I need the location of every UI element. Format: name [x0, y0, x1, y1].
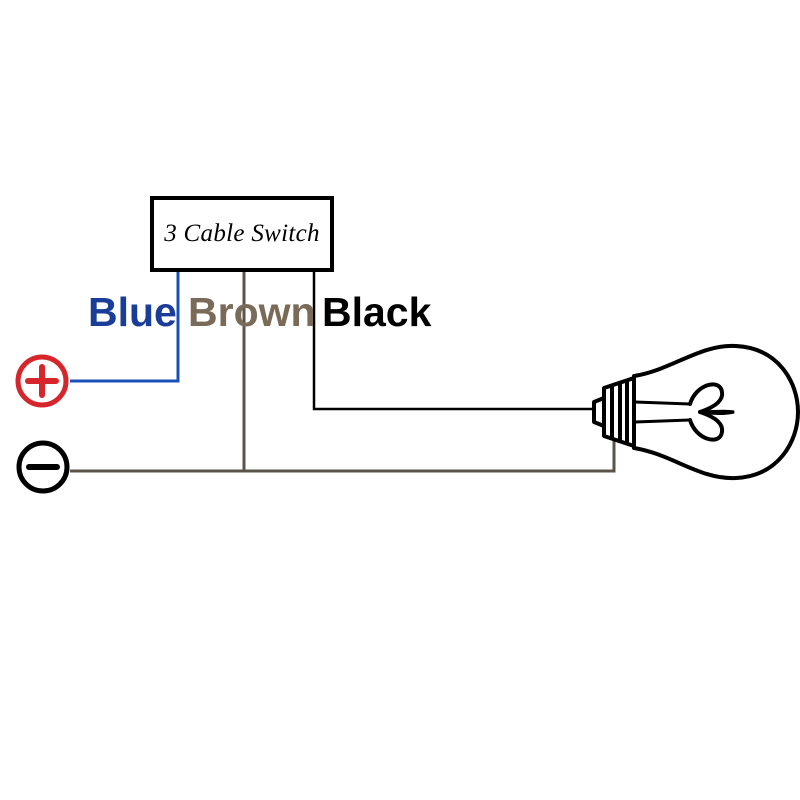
- switch-box: 3 Cable Switch: [150, 196, 334, 272]
- wire-label-blue: Blue: [88, 289, 177, 335]
- plus-circle-icon: [15, 354, 69, 408]
- light-bulb-icon: [592, 343, 800, 481]
- blue-wire: [70, 272, 180, 383]
- negative-wire: [70, 432, 616, 473]
- wire-label-brown: Brown: [188, 289, 316, 335]
- switch-label: 3 Cable Switch: [164, 220, 320, 247]
- black-wire: [312, 272, 596, 411]
- minus-circle-icon: [16, 440, 70, 494]
- wire-label-black: Black: [322, 289, 432, 335]
